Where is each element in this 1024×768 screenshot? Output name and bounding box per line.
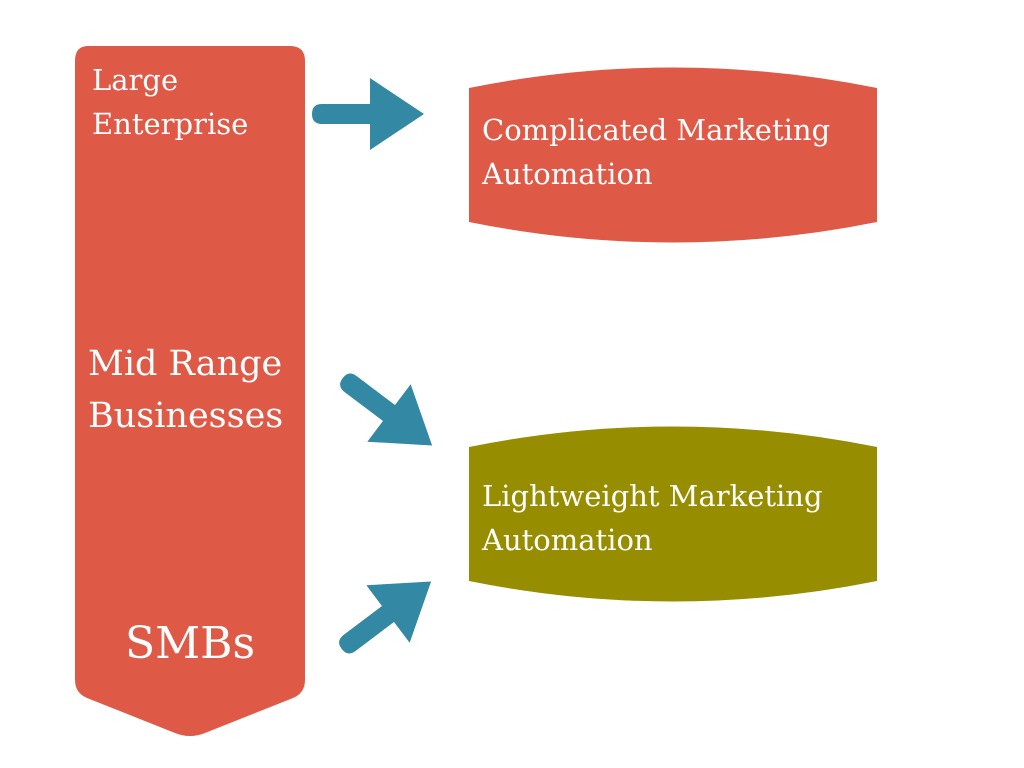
arrow-smb-to-lightweight-icon [339, 581, 432, 654]
solution-label-lightweight: Lightweight Marketing Automation [482, 479, 823, 557]
segment-label-smbs: SMBs [124, 618, 256, 669]
segment-column-shape [75, 46, 305, 736]
arrow-large-to-complicated-icon [312, 78, 424, 150]
lightweight-automation-box-shape [469, 426, 877, 602]
segment-label-mid-range: Mid Range Businesses [88, 344, 284, 436]
segment-label-large-enterprise: Large Enterprise [92, 63, 249, 141]
complicated-automation-box-shape [469, 67, 877, 243]
solution-label-complicated: Complicated Marketing Automation [482, 113, 831, 191]
arrow-mid-to-lightweight-icon [340, 373, 433, 446]
